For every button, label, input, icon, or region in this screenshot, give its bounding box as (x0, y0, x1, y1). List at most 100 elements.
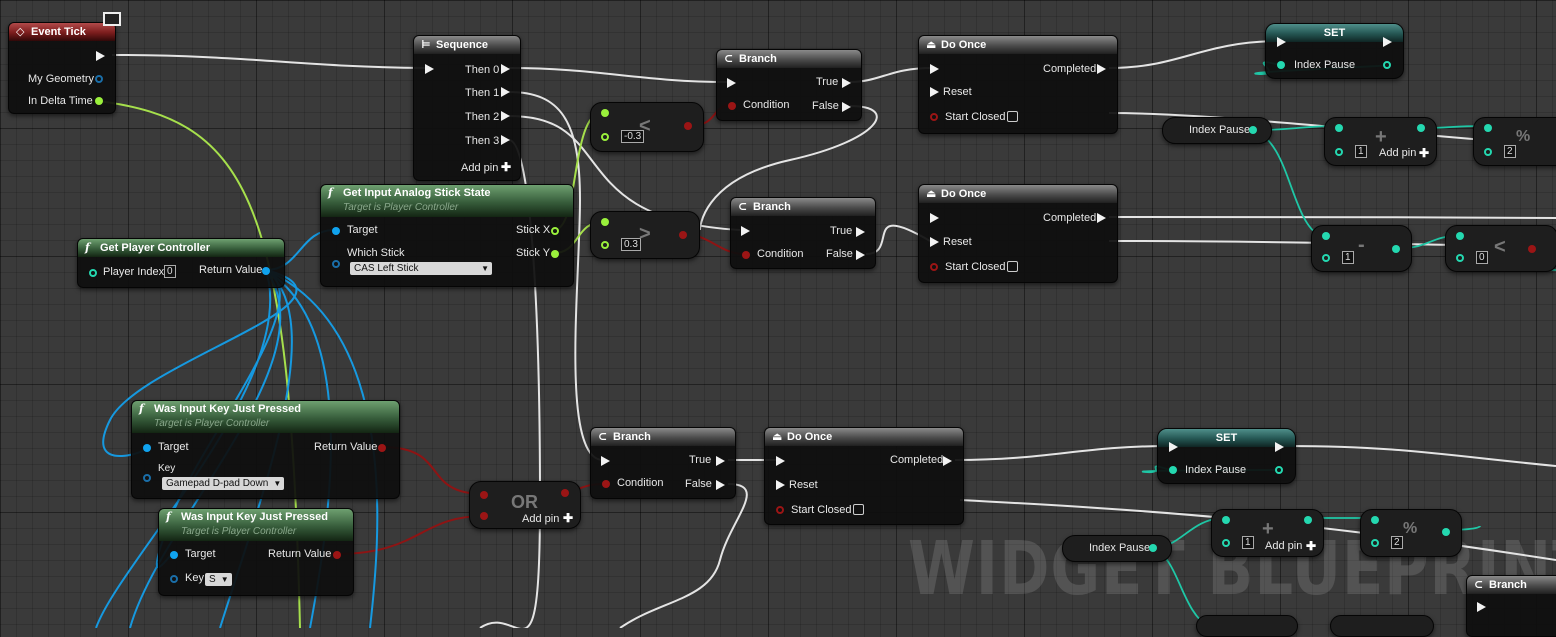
do-once-3-completed-pin[interactable] (943, 456, 952, 466)
do-once-2-exec-in-pin[interactable] (930, 213, 939, 223)
sequence-add-pin-icon[interactable]: ✚ (501, 160, 512, 174)
branch-2-condition-pin[interactable] (742, 251, 750, 259)
or-b-pin[interactable] (480, 512, 488, 520)
index-pause-getter-1[interactable]: Index Pause (1162, 117, 1272, 144)
analog-target-pin[interactable] (332, 227, 340, 235)
do-once-3-start-closed-pin[interactable] (776, 506, 784, 514)
was-key-1-key-pin[interactable] (143, 474, 151, 482)
then-3-pin[interactable] (501, 135, 510, 145)
branch-3-header[interactable]: ⊂ Branch (591, 428, 735, 446)
set-1-exec-out-pin[interactable] (1383, 37, 1392, 47)
greater-than-value-field[interactable]: 0.3 (621, 238, 641, 251)
analog-header[interactable]: f Get Input Analog Stick State Target is… (321, 185, 573, 217)
do-once-node-3[interactable]: ⏏ Do Once Completed Reset Start Closed (764, 427, 964, 525)
mod-1-value-field[interactable]: 2 (1504, 145, 1516, 158)
get-player-controller-node[interactable]: f Get Player Controller Player Index 0 R… (77, 238, 285, 288)
then-1-pin[interactable] (501, 87, 510, 97)
branch-2-header[interactable]: ⊂ Branch (731, 198, 875, 216)
get-pc-return-pin[interactable] (262, 267, 270, 275)
was-key-2-target-pin[interactable] (170, 551, 178, 559)
player-index-field[interactable]: 0 (164, 265, 176, 278)
greater-than-result-pin[interactable] (679, 231, 687, 239)
branch-2-exec-in-pin[interactable] (741, 226, 750, 236)
sequence-add-pin-label[interactable]: Add pin (461, 162, 499, 174)
add-2-value-field[interactable]: 1 (1242, 536, 1254, 549)
do-once-2-start-closed-pin[interactable] (930, 263, 938, 271)
mod-2-value-field[interactable]: 2 (1391, 536, 1403, 549)
branch-node-4[interactable]: ⊂ Branch (1466, 575, 1556, 637)
was-key-2-return-pin[interactable] (333, 551, 341, 559)
analog-which-stick-pin[interactable] (332, 260, 340, 268)
sub-1-result-pin[interactable] (1392, 245, 1400, 253)
was-key-1-target-pin[interactable] (143, 444, 151, 452)
set-index-pause-node-2[interactable]: SET Index Pause (1157, 428, 1296, 484)
branch-2-true-pin[interactable] (856, 227, 865, 237)
sub-1-value-field[interactable]: 1 (1342, 251, 1354, 264)
less-2-result-pin[interactable] (1528, 245, 1536, 253)
event-tick-header[interactable]: ◇ Event Tick (9, 23, 115, 41)
mod-1-b-pin[interactable] (1484, 148, 1492, 156)
sequence-exec-in-pin[interactable] (425, 64, 434, 74)
index-pause-getter-2-pin[interactable] (1149, 544, 1157, 552)
mod-1-a-pin[interactable] (1484, 124, 1492, 132)
index-pause-getter-1-pin[interactable] (1249, 126, 1257, 134)
greater-than-a-pin[interactable] (601, 218, 609, 226)
branch-node-2[interactable]: ⊂ Branch Condition True False (730, 197, 876, 269)
do-once-1-start-closed-checkbox[interactable] (1007, 111, 1018, 122)
was-input-key-just-pressed-node-2[interactable]: f Was Input Key Just Pressed Target is P… (158, 508, 354, 596)
or-add-pin-label[interactable]: Add pin (522, 513, 560, 525)
branch-2-false-pin[interactable] (856, 250, 865, 260)
sub-1-a-pin[interactable] (1322, 232, 1330, 240)
modulo-node-1[interactable]: 2 % (1473, 117, 1556, 166)
set-2-exec-in-pin[interactable] (1169, 442, 1178, 452)
or-add-pin-icon[interactable]: ✚ (563, 511, 574, 525)
do-once-node-1[interactable]: ⏏ Do Once Completed Reset Start Closed (918, 35, 1118, 134)
analog-stick-y-pin[interactable] (551, 250, 559, 258)
do-once-2-completed-pin[interactable] (1097, 213, 1106, 223)
do-once-3-header[interactable]: ⏏ Do Once (765, 428, 963, 446)
do-once-1-reset-pin[interactable] (930, 87, 939, 97)
subtract-node-1[interactable]: 1 - (1311, 225, 1412, 272)
was-key-2-header[interactable]: f Was Input Key Just Pressed Target is P… (159, 509, 353, 541)
set-2-header[interactable]: SET (1158, 429, 1295, 447)
do-once-1-completed-pin[interactable] (1097, 64, 1106, 74)
set-1-exec-in-pin[interactable] (1277, 37, 1286, 47)
in-delta-time-pin[interactable] (95, 97, 103, 105)
branch-1-exec-in-pin[interactable] (727, 78, 736, 88)
was-key-2-key-pin[interactable] (170, 575, 178, 583)
do-once-1-header[interactable]: ⏏ Do Once (919, 36, 1117, 54)
branch-1-true-pin[interactable] (842, 78, 851, 88)
get-input-analog-stick-state-node[interactable]: f Get Input Analog Stick State Target is… (320, 184, 574, 287)
greater-than-b-pin[interactable] (601, 241, 609, 249)
add-node-2[interactable]: 1 + Add pin ✚ (1211, 509, 1324, 557)
less-than-value-field[interactable]: -0.3 (621, 130, 645, 143)
greater-than-node-1[interactable]: 0.3 > (590, 211, 700, 259)
add-2-add-pin-label[interactable]: Add pin (1265, 540, 1303, 552)
do-once-1-start-closed-pin[interactable] (930, 113, 938, 121)
index-pause-getter-2[interactable]: Index Pause (1062, 535, 1172, 562)
set-1-value-out-pin[interactable] (1383, 61, 1391, 69)
set-1-header[interactable]: SET (1266, 24, 1403, 42)
player-index-pin[interactable] (89, 269, 97, 277)
sub-1-b-pin[interactable] (1322, 254, 1330, 262)
branch-3-condition-pin[interactable] (602, 480, 610, 488)
add-2-b-pin[interactable] (1222, 539, 1230, 547)
sequence-header[interactable]: ⊨ Sequence (414, 36, 520, 54)
branch-1-condition-pin[interactable] (728, 102, 736, 110)
mod-2-a-pin[interactable] (1371, 516, 1379, 524)
branch-node-3[interactable]: ⊂ Branch Condition True False (590, 427, 736, 499)
less-than-node-2[interactable]: 0 < (1445, 225, 1556, 272)
do-once-1-exec-in-pin[interactable] (930, 64, 939, 74)
less-2-a-pin[interactable] (1456, 232, 1464, 240)
add-2-add-pin-icon[interactable]: ✚ (1306, 539, 1317, 553)
was-key-1-key-dropdown[interactable]: Gamepad D-pad Down (162, 477, 285, 490)
less-than-node-1[interactable]: -0.3 < (590, 102, 704, 152)
branch-3-false-pin[interactable] (716, 480, 725, 490)
then-0-pin[interactable] (501, 64, 510, 74)
was-input-key-just-pressed-node-1[interactable]: f Was Input Key Just Pressed Target is P… (131, 400, 400, 499)
set-2-value-out-pin[interactable] (1275, 466, 1283, 474)
less-than-a-pin[interactable] (601, 109, 609, 117)
event-tick-node[interactable]: ◇ Event Tick My Geometry In Delta Time (8, 22, 116, 114)
do-once-2-reset-pin[interactable] (930, 237, 939, 247)
add-1-b-pin[interactable] (1335, 148, 1343, 156)
